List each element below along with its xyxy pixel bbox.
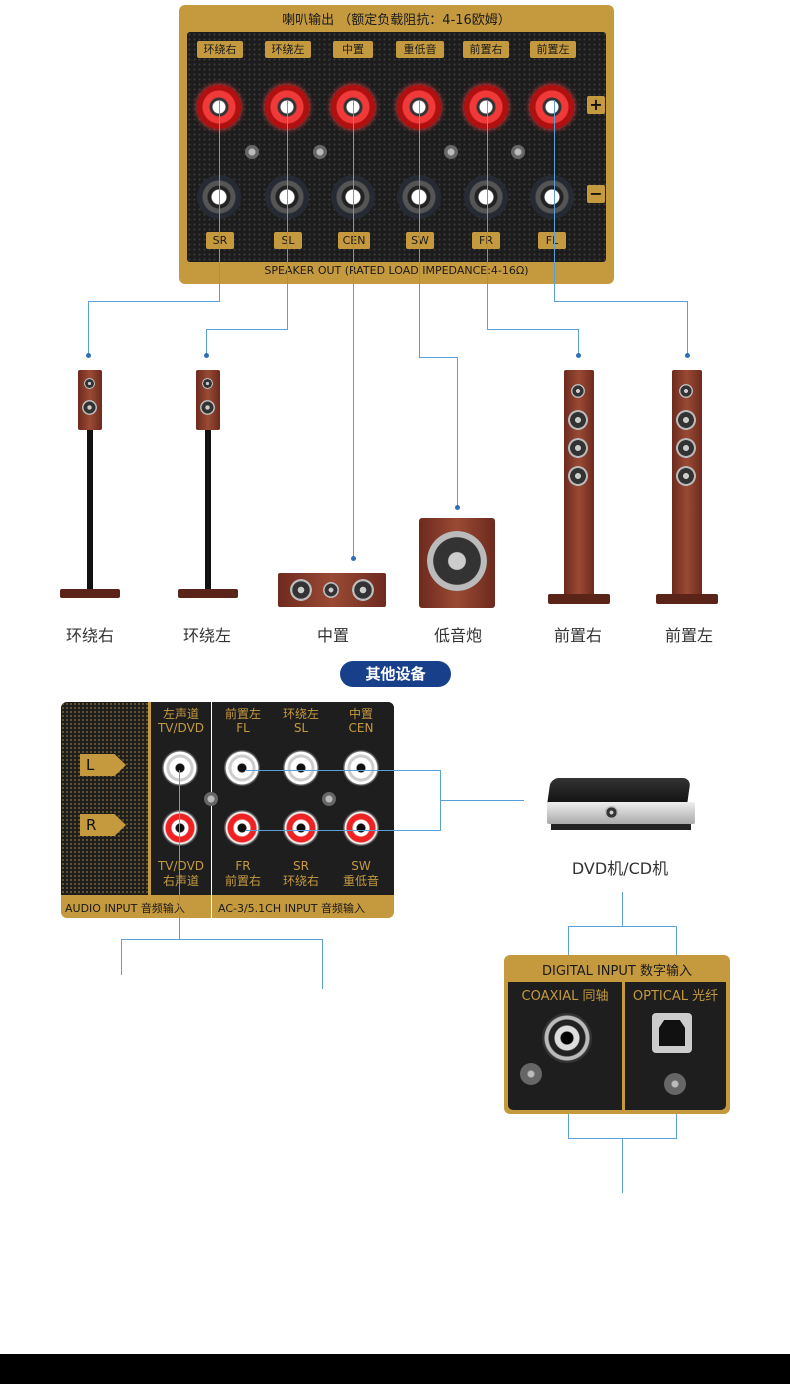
- rca-jack-tv-right[interactable]: [162, 810, 198, 846]
- plus-sign: +: [587, 96, 605, 114]
- right-channel-tag: R: [80, 814, 126, 836]
- ac3-fl-en: FL: [236, 721, 250, 735]
- digital-input-title: DIGITAL INPUT 数字输入: [542, 964, 692, 979]
- right-channel-cn: 右声道: [162, 874, 199, 888]
- speaker-front-left: [656, 370, 718, 606]
- tag-bottom-sw: SW: [406, 232, 434, 249]
- right-channel-en: TV/DVD: [157, 859, 205, 873]
- speaker-label-front-right: 前置右: [553, 626, 602, 645]
- speaker-surround-right: [58, 370, 122, 602]
- minus-sign: −: [587, 185, 605, 203]
- rca-jack-sw[interactable]: [343, 810, 379, 846]
- speaker-label-surround-left: 环绕左: [182, 626, 231, 645]
- speaker-surround-left: [176, 370, 240, 602]
- ac3-sr-cn: 环绕右: [282, 874, 319, 888]
- speaker-panel-title-cn: 喇叭输出 （额定负载阻抗：4-16欧姆）: [282, 13, 511, 28]
- binding-post-fr-negative[interactable]: [464, 175, 508, 219]
- digital-input-panel: DIGITAL INPUT 数字输入 COAXIAL 同轴 OPTICAL 光纤: [504, 955, 730, 1114]
- dvd-label: DVD机/CD机: [571, 859, 669, 878]
- ac3-fr-en: FR: [235, 859, 251, 873]
- left-channel-en: TV/DVD: [157, 721, 205, 735]
- speaker-label-surround-right: 环绕右: [65, 626, 114, 645]
- left-channel-cn: 左声道: [162, 707, 199, 721]
- rca-jack-sl[interactable]: [283, 750, 319, 786]
- optical-jack[interactable]: [652, 1013, 692, 1053]
- other-devices-badge: 其他设备: [340, 661, 451, 687]
- ac3-input-footer: AC-3/5.1CH INPUT 音频输入: [218, 902, 366, 915]
- ac3-sw-en: SW: [351, 859, 371, 873]
- left-channel-tag: L: [80, 754, 126, 776]
- screw-icon: [322, 792, 336, 806]
- optical-label: OPTICAL 光纤: [632, 989, 719, 1004]
- tag-top-sr: 环绕右: [197, 41, 243, 58]
- dvd-player: [547, 778, 695, 838]
- ac3-fl-cn: 前置左: [224, 707, 261, 721]
- audio-input-footer: AUDIO INPUT 音频输入: [65, 902, 185, 915]
- coaxial-jack[interactable]: [542, 1013, 592, 1063]
- speaker-label-front-left: 前置左: [664, 626, 713, 645]
- tag-bottom-sr: SR: [206, 232, 234, 249]
- bottom-bar: [0, 1354, 790, 1384]
- speaker-panel-title-en: SPEAKER OUT (RATED LOAD IMPEDANCE:4-16Ω): [264, 264, 529, 277]
- binding-post-fr-positive[interactable]: [464, 85, 508, 129]
- tag-top-fr: 前置右: [463, 41, 509, 58]
- rca-jack-sr[interactable]: [283, 810, 319, 846]
- ac3-fr-cn: 前置右: [224, 874, 261, 888]
- ac3-cen-en: CEN: [348, 721, 374, 735]
- speaker-panel-mesh: [187, 32, 606, 262]
- screw-icon: [664, 1073, 686, 1095]
- ac3-sw-cn: 重低音: [342, 874, 379, 888]
- tag-top-fl: 前置左: [530, 41, 576, 58]
- ac3-sl-cn: 环绕左: [282, 707, 319, 721]
- screw-icon: [511, 145, 525, 159]
- screw-icon: [313, 145, 327, 159]
- rca-jack-fl[interactable]: [224, 750, 260, 786]
- speaker-label-center: 中置: [316, 626, 349, 645]
- screw-icon: [520, 1063, 542, 1085]
- ac3-input-panel: 前置左 FL 环绕左 SL 中置 CEN FR 前置右 SR 环绕右 SW 重低…: [204, 702, 394, 918]
- ac3-cen-cn: 中置: [348, 707, 373, 721]
- screw-icon: [204, 792, 218, 806]
- ac3-sl-en: SL: [293, 721, 309, 735]
- rca-jack-tv-left[interactable]: [162, 750, 198, 786]
- tag-bottom-sl: SL: [274, 232, 302, 249]
- speaker-front-right: [548, 370, 610, 606]
- coaxial-label: COAXIAL 同轴: [521, 989, 609, 1004]
- speaker-subwoofer: [419, 518, 495, 608]
- rca-jack-fr[interactable]: [224, 810, 260, 846]
- tag-top-cen: 中置: [333, 41, 373, 58]
- screw-icon: [245, 145, 259, 159]
- rca-jack-cen[interactable]: [343, 750, 379, 786]
- audio-input-panel: L R 左声道 TV/DVD TV/DVD 右声道 AUDIO INPUT 音频…: [61, 702, 211, 918]
- ac3-sr-en: SR: [293, 859, 309, 873]
- speaker-output-panel: 喇叭输出 （额定负载阻抗：4-16欧姆） SPEAKER OUT (RATED …: [179, 5, 614, 284]
- tag-top-sl: 环绕左: [265, 41, 311, 58]
- speaker-center: [278, 573, 386, 607]
- tag-bottom-cen: CEN: [338, 232, 370, 249]
- tag-top-sw: 重低音: [396, 41, 444, 58]
- binding-post-fl-positive[interactable]: [530, 85, 574, 129]
- tag-bottom-fr: FR: [472, 232, 500, 249]
- tag-bottom-fl: FL: [538, 232, 566, 249]
- binding-post-fl-negative[interactable]: [530, 175, 574, 219]
- screw-icon: [444, 145, 458, 159]
- speaker-label-subwoofer: 低音炮: [433, 626, 482, 645]
